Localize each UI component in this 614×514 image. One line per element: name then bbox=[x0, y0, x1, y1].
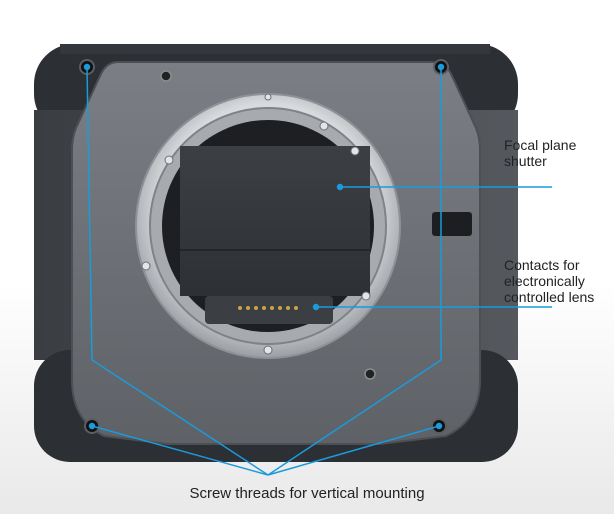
screw-leader-bottom-right bbox=[267, 425, 440, 476]
contact-pins bbox=[238, 306, 298, 310]
callout-lines bbox=[83, 63, 552, 476]
screw-leader-top-left bbox=[86, 66, 269, 476]
screw-leader-top-right bbox=[267, 67, 442, 476]
body-top-band bbox=[60, 44, 490, 54]
screw-threads-label: Screw threads for vertical mounting bbox=[189, 485, 425, 502]
contact-plate bbox=[205, 296, 333, 324]
screw-leader-bottom-left bbox=[91, 425, 269, 476]
faceplate-screws bbox=[160, 70, 376, 380]
side-slot bbox=[432, 212, 472, 236]
focal-plane-shutter bbox=[180, 146, 370, 296]
focal-plane-shutter-label: Focal plane shutter bbox=[504, 137, 577, 169]
mount-screws bbox=[141, 93, 371, 355]
contacts-label: Contacts for electronically controlled l… bbox=[504, 257, 595, 305]
lens-mount bbox=[135, 93, 401, 359]
